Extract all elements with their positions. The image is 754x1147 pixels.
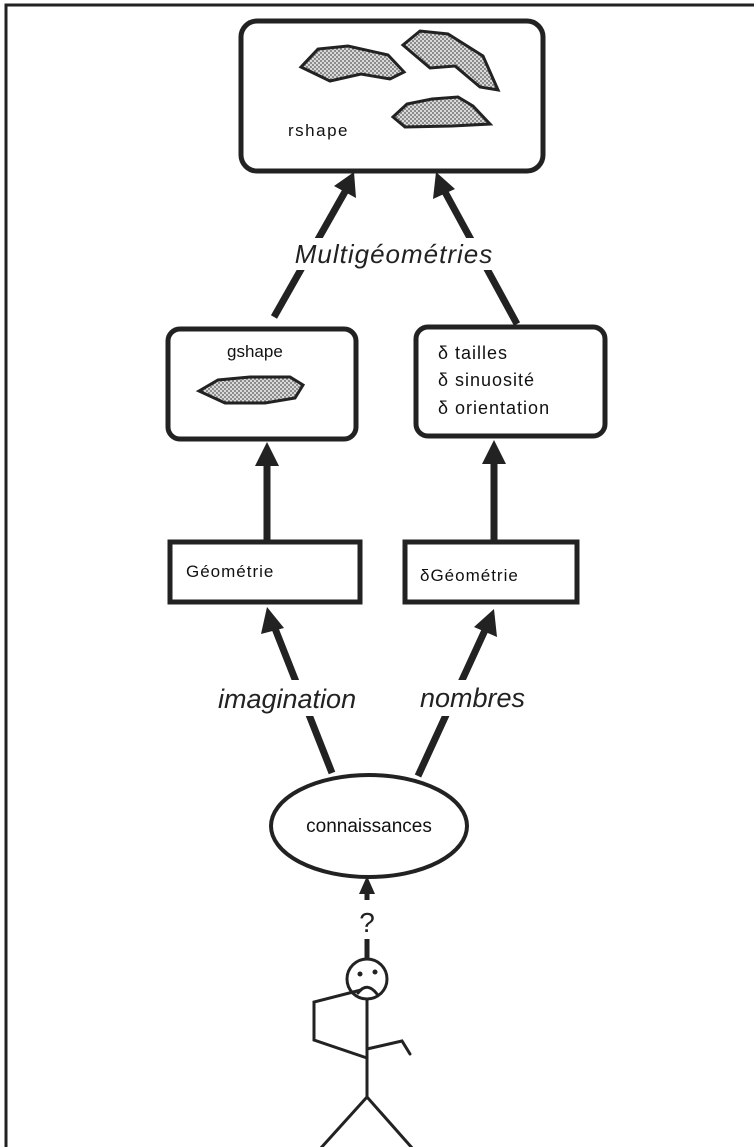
arrow-dgeometrie-to-delta [482, 440, 506, 542]
rshape-box: rshape [238, 18, 546, 174]
question-mark: ? [359, 907, 375, 938]
multi-label-bg [270, 238, 518, 270]
gshape-box: gshape [165, 326, 359, 442]
dgeometrie-box: δGéométrie [402, 539, 580, 605]
rshape-shape-2 [400, 29, 501, 92]
figure-eye-right [372, 969, 378, 975]
outer-frame [4, 3, 754, 1147]
multigeometries-label: Multigéométries [295, 239, 494, 269]
stick-figure [312, 957, 414, 1147]
connaissances-node: connaissances [269, 773, 469, 879]
rshape-shape-1 [298, 44, 407, 83]
dgeometrie-label: δGéométrie [420, 566, 519, 585]
figure-arm-left [312, 988, 369, 1060]
figure-arm-right [365, 1039, 412, 1056]
arrow-person-to-connaissances [359, 876, 375, 900]
connaissances-label: connaissances [306, 816, 432, 837]
geometrie-box: Géométrie [167, 539, 363, 605]
geometrie-label: Géométrie [186, 562, 274, 581]
delta-box: δ tailles δ sinuosité δ orientation [413, 324, 608, 439]
gshape-shape [195, 375, 306, 405]
rshape-label: rshape [288, 121, 349, 140]
nombres-label-bg [418, 680, 552, 716]
imagination-label: imagination [218, 684, 356, 714]
delta-line-sinuosite: δ sinuosité [438, 370, 535, 390]
rshape-shape-3 [390, 95, 494, 129]
figure-eye-left [357, 971, 363, 977]
delta-line-tailles: δ tailles [438, 343, 508, 363]
figure-leg-left [319, 1095, 369, 1147]
figure-leg-right [365, 1095, 414, 1147]
nombres-label: nombres [420, 683, 525, 713]
gshape-label: gshape [227, 342, 283, 361]
arrow-geometrie-to-gshape [255, 442, 279, 542]
delta-line-orientation: δ orientation [438, 398, 550, 418]
imagination-label-bg [218, 680, 406, 716]
